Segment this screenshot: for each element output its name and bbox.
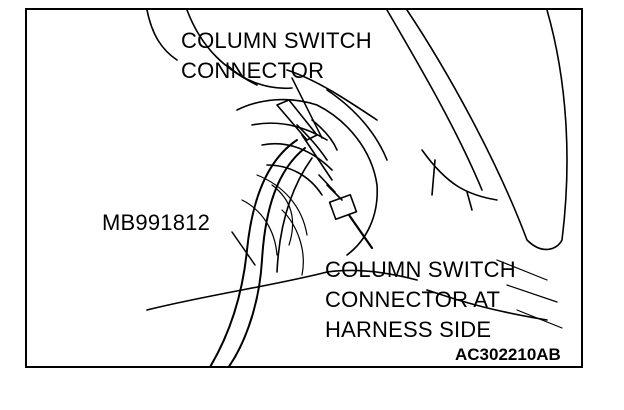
label-tool: MB991812 bbox=[102, 210, 211, 235]
diagram-frame: COLUMN SWITCH CONNECTOR MB991812 COLUMN … bbox=[25, 8, 583, 368]
column-cover bbox=[421, 149, 498, 201]
label-harness-side-line3: HARNESS SIDE bbox=[325, 317, 492, 342]
column-switch-body bbox=[236, 98, 378, 256]
steering-wheel-outline bbox=[406, 10, 568, 251]
line-drawing bbox=[146, 10, 568, 366]
harness-connector-shape bbox=[318, 174, 358, 221]
steering-wheel-inner bbox=[386, 10, 483, 191]
leader-tool bbox=[231, 231, 256, 266]
label-harness-side-line1: COLUMN SWITCH bbox=[325, 257, 516, 282]
leader-harness-side bbox=[347, 213, 374, 250]
label-column-switch-connector-line2: CONNECTOR bbox=[181, 58, 325, 83]
label-column-switch-connector-line1: COLUMN SWITCH bbox=[181, 28, 372, 53]
label-harness-side-line2: CONNECTOR AT bbox=[325, 287, 501, 312]
leader-column-switch-connector bbox=[291, 77, 323, 139]
tool-harness-cable bbox=[209, 139, 298, 366]
figure-code: AC302210AB bbox=[455, 345, 561, 364]
